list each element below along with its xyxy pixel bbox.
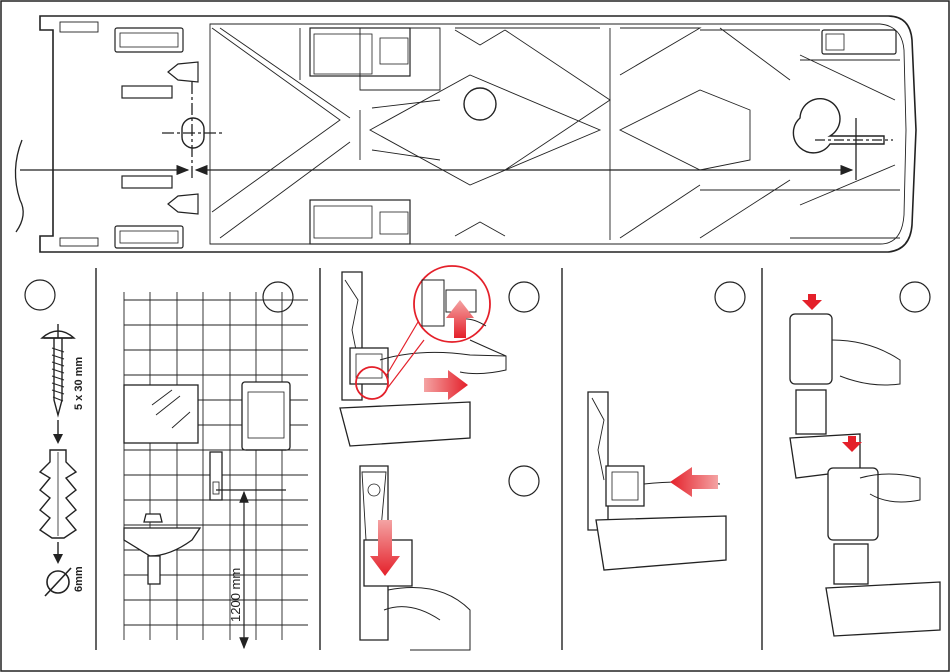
highlight-circle-zoom xyxy=(414,266,490,342)
drill-size-label: 6mm xyxy=(73,566,85,592)
back-plate-template xyxy=(40,16,916,252)
step-circle-4 xyxy=(509,466,539,496)
step-circle-6 xyxy=(900,282,930,312)
mount-height-label: 1200 mm xyxy=(228,568,243,622)
push-left-arrow-icon xyxy=(670,467,718,497)
step-circle-3 xyxy=(509,282,539,312)
zoom-leader-1 xyxy=(386,322,418,376)
step-circle-2 xyxy=(263,282,293,312)
screw-size-label: 5 x 30 mm xyxy=(73,357,85,410)
step-circle-5 xyxy=(715,282,745,312)
mirror xyxy=(124,385,198,443)
step-circle-1 xyxy=(25,280,55,310)
pull-right-arrow-icon xyxy=(424,370,468,400)
down-arrow-icon xyxy=(53,420,63,444)
paper-towel-dispenser xyxy=(242,382,290,450)
dimension-lines xyxy=(15,82,893,232)
screw-icon xyxy=(42,324,74,415)
height-dimension xyxy=(216,490,286,648)
refill-cartridge-top xyxy=(790,314,900,478)
refill-cartridge-bottom xyxy=(826,468,940,636)
soap-dispenser xyxy=(210,452,222,500)
diameter-symbol-icon xyxy=(45,568,71,596)
down-arrow-red-1 xyxy=(802,294,822,310)
zoom-leader-2 xyxy=(386,340,424,390)
washbasin xyxy=(124,514,200,584)
wall-plug-icon xyxy=(40,450,76,538)
down-arrow-icon-2 xyxy=(53,542,63,564)
